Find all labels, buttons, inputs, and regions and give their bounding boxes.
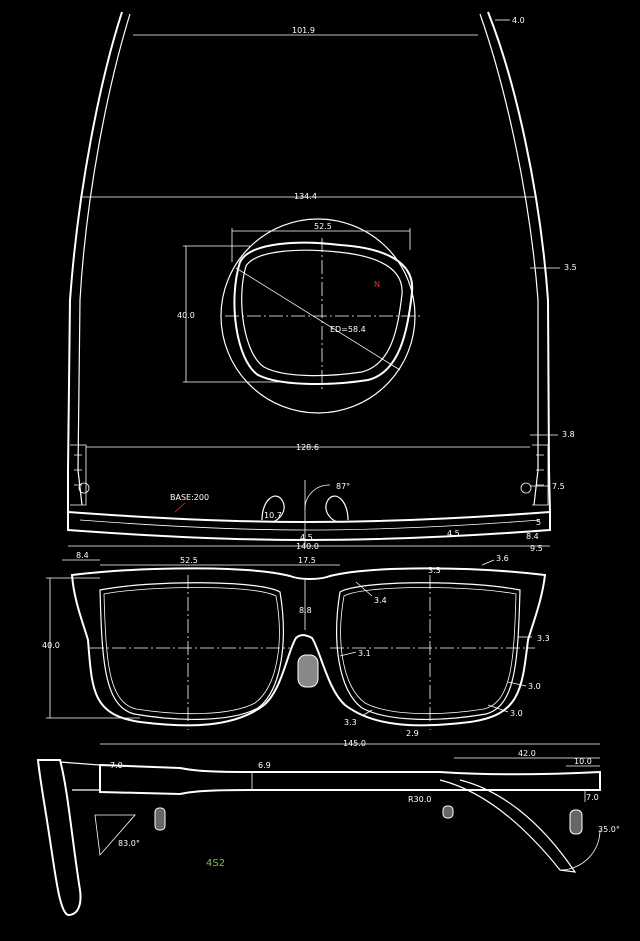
- dim-rim-b: 4.5: [447, 529, 460, 538]
- right-lens-opening: [336, 582, 521, 720]
- side-front-profile: [36, 759, 82, 917]
- side-pad-left: [154, 807, 166, 831]
- dim-pad-depth: 10.7: [264, 511, 282, 520]
- dim-bend-radius: R30.0: [408, 795, 431, 804]
- dim-bridge-height: 8.8: [299, 606, 312, 615]
- dim-lens-height-top: 40.0: [177, 311, 195, 320]
- lens-detail: 52.5 40.0 ED=58.4 N: [177, 218, 420, 414]
- dim-tip-length: 42.0: [518, 749, 536, 758]
- dim-front-end-left: 8.4: [76, 551, 89, 560]
- dim-tip-height: 7.0: [586, 793, 599, 802]
- dim-temple-length: 145.0: [343, 739, 366, 748]
- left-temple-outer: [67, 11, 123, 512]
- dim-rim-top: 3.3: [428, 566, 441, 575]
- dim-base-curve: BASE:200: [170, 493, 209, 502]
- lens-marker: N: [374, 280, 380, 289]
- dim-temple-thick-2: 3.8: [562, 430, 575, 439]
- dim-temple-thick-1: 3.5: [564, 263, 577, 272]
- dim-rim-top-edge: 3.6: [496, 554, 509, 563]
- right-hinge-screw: [520, 482, 532, 494]
- dim-end-c: 9.5: [530, 544, 543, 553]
- dim-front-lens-width: 52.5: [180, 556, 198, 565]
- dim-rim-right: 3.3: [537, 634, 550, 643]
- top-view: 101.9 4.0 134.4 3.5 128.6 3.8 7.5 87° BA…: [67, 11, 577, 553]
- left-nose-pad-top: [261, 495, 285, 523]
- front-frame-outer: [70, 567, 547, 727]
- dim-tip-angle: 35.0°: [598, 825, 620, 834]
- right-temple-outer: [487, 11, 551, 513]
- side-temple: [99, 763, 601, 796]
- dim-rim-bottom: 2.9: [406, 729, 419, 738]
- tip-angle-arc: [559, 829, 601, 871]
- dim-pad-rim: 3.1: [358, 649, 371, 658]
- dim-pantoscopic: 83.0°: [118, 839, 140, 848]
- left-lens-opening: [99, 582, 284, 720]
- front-view: 8.4 52.5 17.5 3.3 3.6 3.4 8.8 3.3 40.0 3…: [42, 551, 550, 738]
- dim-temple-span: 134.4: [294, 192, 317, 201]
- dim-overall-width: 140.0: [296, 542, 319, 551]
- dim-bridge: 17.5: [298, 556, 316, 565]
- dim-rim-bottom-r1: 3.0: [528, 682, 541, 691]
- left-temple-inner: [77, 13, 131, 506]
- right-nose-pad-top: [325, 495, 349, 523]
- dim-hinge-width: 128.6: [296, 443, 319, 452]
- front-frame-top-view: [67, 510, 551, 542]
- front-nose-pad: [297, 654, 319, 688]
- dim-front-lens-height: 40.0: [42, 641, 60, 650]
- dim-end-a: 5: [536, 518, 541, 527]
- dim-lens-width-top: 52.5: [314, 222, 332, 231]
- dim-pad-angle: 87°: [336, 482, 350, 491]
- side-view: 145.0 7.0 6.9 42.0 10.0 R30.0 7.0 83.0° …: [36, 739, 620, 917]
- dim-hinge-depth: 7.5: [552, 482, 565, 491]
- right-temple-inner: [479, 13, 539, 506]
- dim-tip-segment: 10.0: [574, 757, 592, 766]
- dim-temple-tip: 4.0: [512, 16, 525, 25]
- dim-temple-gap: 101.9: [292, 26, 315, 35]
- dim-temple-mid-h: 6.9: [258, 761, 271, 770]
- dim-rim-a: 4.5: [300, 533, 313, 542]
- ed-line: [235, 267, 401, 371]
- side-temple-tip: [439, 779, 577, 873]
- dim-effective-diameter: ED=58.4: [330, 325, 366, 334]
- dim-end-b: 8.4: [526, 532, 539, 541]
- lens-outline-inner: [241, 249, 403, 377]
- side-pad-right: [569, 809, 583, 835]
- dim-rim-bottom-r2: 3.0: [510, 709, 523, 718]
- model-code: 4S2: [206, 858, 225, 869]
- left-hinge: [70, 444, 87, 506]
- pantoscopic-wedge: [94, 814, 136, 856]
- right-hinge: [532, 444, 549, 506]
- side-pad-mid: [442, 805, 454, 819]
- dim-temple-front-h: 7.0: [110, 761, 123, 770]
- left-hinge-screw: [78, 482, 90, 494]
- dim-rim-bottom-left: 3.3: [344, 718, 357, 727]
- lens-outline-outer: [233, 241, 414, 385]
- dim-rim-inner-left: 3.4: [374, 596, 387, 605]
